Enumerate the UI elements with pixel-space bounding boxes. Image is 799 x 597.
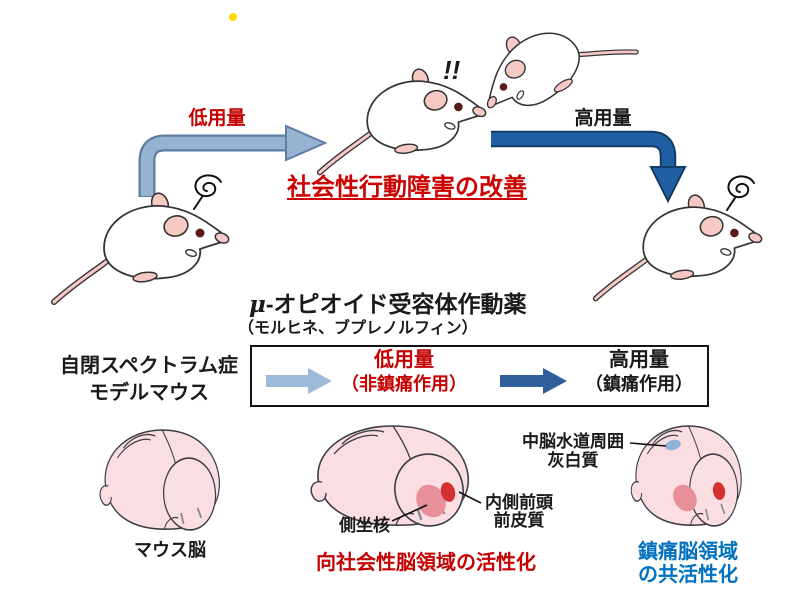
prosocial-caption: 向社会性脳領域の活性化	[316, 552, 536, 574]
model-mouse-label: 自閉スペクトラム症 モデルマウス	[38, 353, 260, 407]
brain-middle	[309, 424, 472, 535]
mpfc-region	[440, 482, 456, 502]
mouse-asd-left	[54, 191, 230, 302]
drug-name: μ-オピオイド受容体作動薬	[249, 291, 527, 318]
drug-examples: （モルヒネ、ブプレノルフィン）	[238, 320, 478, 337]
analgesic-caption: 鎮痛脳領域 の共活性化	[628, 541, 748, 587]
pag-label-line2: 灰白質	[547, 451, 599, 470]
drug-name-rest: -オピオイド受容体作動薬	[265, 291, 527, 317]
brain-left	[98, 428, 223, 539]
mpfc-label: 内側前頭 前皮質	[476, 494, 562, 530]
nac-leader-line	[391, 504, 428, 522]
improvement-headline: 社会性行動障害の改善	[287, 174, 527, 201]
dizzy-swirl-icon	[726, 175, 755, 211]
nac-region	[416, 484, 446, 518]
mpfc-label-line1: 内側前頭	[485, 493, 553, 512]
nac-region	[673, 484, 697, 512]
dizzy-swirl-icon	[193, 174, 222, 210]
mpfc-label-line2: 前皮質	[493, 511, 545, 530]
box-high-dose-effect: （鎮痛作用）	[585, 374, 693, 394]
box-low-dose-label: 低用量	[374, 349, 434, 371]
mu-symbol: μ	[249, 291, 266, 318]
nac-label: 側坐核	[339, 516, 390, 535]
mouse-analgesic-right	[596, 193, 763, 298]
box-high-dose-label: 高用量	[609, 349, 669, 371]
mouse-brain-caption: マウス脳	[134, 540, 206, 560]
model-mouse-line1: 自閉スペクトラム症	[60, 355, 238, 377]
surprise-mark: !!	[443, 55, 461, 85]
brain-right	[630, 424, 745, 535]
low-dose-arrow-label: 低用量	[188, 108, 246, 129]
yellow-dot	[229, 13, 237, 21]
analgesic-caption-line1: 鎮痛脳領域	[638, 541, 738, 563]
mpfc-region	[712, 482, 726, 500]
box-low-dose-effect: （非鎮痛作用）	[341, 374, 467, 394]
pag-label: 中脳水道周囲 灰白質	[516, 432, 630, 470]
pag-leader-line	[629, 442, 667, 447]
high-dose-arrow-label: 高用量	[574, 108, 632, 129]
model-mouse-line2: モデルマウス	[89, 382, 209, 404]
pag-region	[665, 439, 681, 451]
mouse-social-pair-left	[320, 67, 487, 172]
analgesic-caption-line2: の共活性化	[638, 564, 738, 586]
pag-label-line1: 中脳水道周囲	[522, 432, 624, 451]
